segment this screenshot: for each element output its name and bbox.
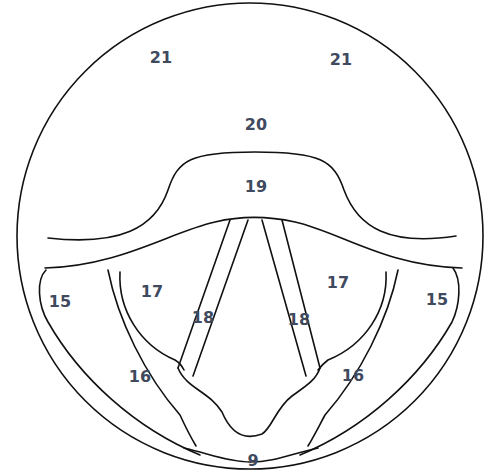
right-fold-outer (300, 268, 459, 455)
callout-number: 9 (247, 453, 258, 469)
left-fold-inner (108, 270, 196, 446)
callout-number: 17 (141, 284, 163, 300)
epiglottis-outline (48, 152, 456, 240)
callout-number: 15 (426, 292, 448, 308)
callout-number: 17 (327, 275, 349, 291)
callout-number: 21 (150, 50, 172, 66)
callout-number: 18 (288, 312, 310, 328)
callout-number: 18 (192, 310, 214, 326)
callout-number: 16 (129, 369, 151, 385)
callout-number: 19 (245, 179, 267, 195)
left-fold-outer (39, 270, 200, 455)
callout-number: 20 (245, 117, 267, 133)
right-cord-outer (282, 220, 320, 368)
callout-number: 15 (49, 294, 71, 310)
posterior-commissure (178, 368, 320, 436)
right-fold-inner (308, 270, 398, 446)
right-vestibular-edge (318, 272, 386, 370)
callout-number: 21 (330, 52, 352, 68)
left-vestibular-edge (120, 272, 184, 370)
epiglottis-edge (45, 218, 462, 269)
right-cord-inner (262, 220, 306, 376)
left-cord-inner (193, 220, 248, 376)
callout-number: 16 (342, 368, 364, 384)
view-circle (17, 3, 483, 469)
